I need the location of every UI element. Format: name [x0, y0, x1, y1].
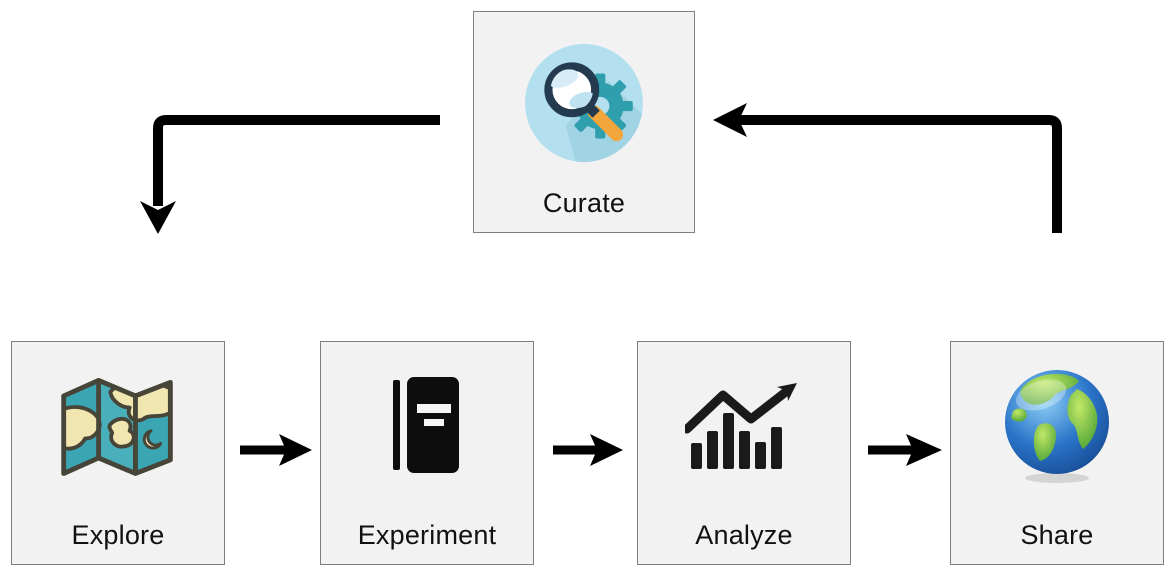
magnifier-gear-icon: [525, 44, 643, 162]
arrowhead-left: [713, 103, 747, 137]
arrowhead-down: [140, 201, 176, 234]
bar-chart-trend-icon: [685, 383, 797, 469]
edge-analyze-to-share: [868, 434, 942, 466]
magnifier-glyph: [544, 62, 624, 142]
edge-explore-to-experiment: [240, 434, 312, 466]
experiment-icon-wrap: [321, 354, 533, 496]
node-curate: Curate: [473, 11, 695, 233]
node-label-experiment: Experiment: [357, 520, 497, 550]
globe-icon: [1005, 370, 1109, 483]
node-label-explore: Explore: [71, 520, 165, 550]
edge-curate-to-explore: [140, 115, 440, 234]
notebook-icon: [393, 377, 459, 473]
edge-share-to-curate: [713, 103, 1062, 233]
node-label-curate: Curate: [542, 188, 626, 218]
node-label-share: Share: [1020, 520, 1094, 550]
analyze-icon-wrap: [638, 354, 850, 496]
node-share: Share: [950, 341, 1164, 565]
edge-experiment-to-analyze: [553, 434, 623, 466]
node-explore: Explore: [11, 341, 225, 565]
node-label-analyze: Analyze: [695, 520, 793, 550]
node-analyze: Analyze: [637, 341, 851, 565]
folded-map-icon: [61, 377, 173, 476]
curate-icon-wrap: [474, 28, 694, 178]
share-icon-wrap: [951, 354, 1163, 496]
explore-icon-wrap: [12, 354, 224, 496]
node-experiment: Experiment: [320, 341, 534, 565]
